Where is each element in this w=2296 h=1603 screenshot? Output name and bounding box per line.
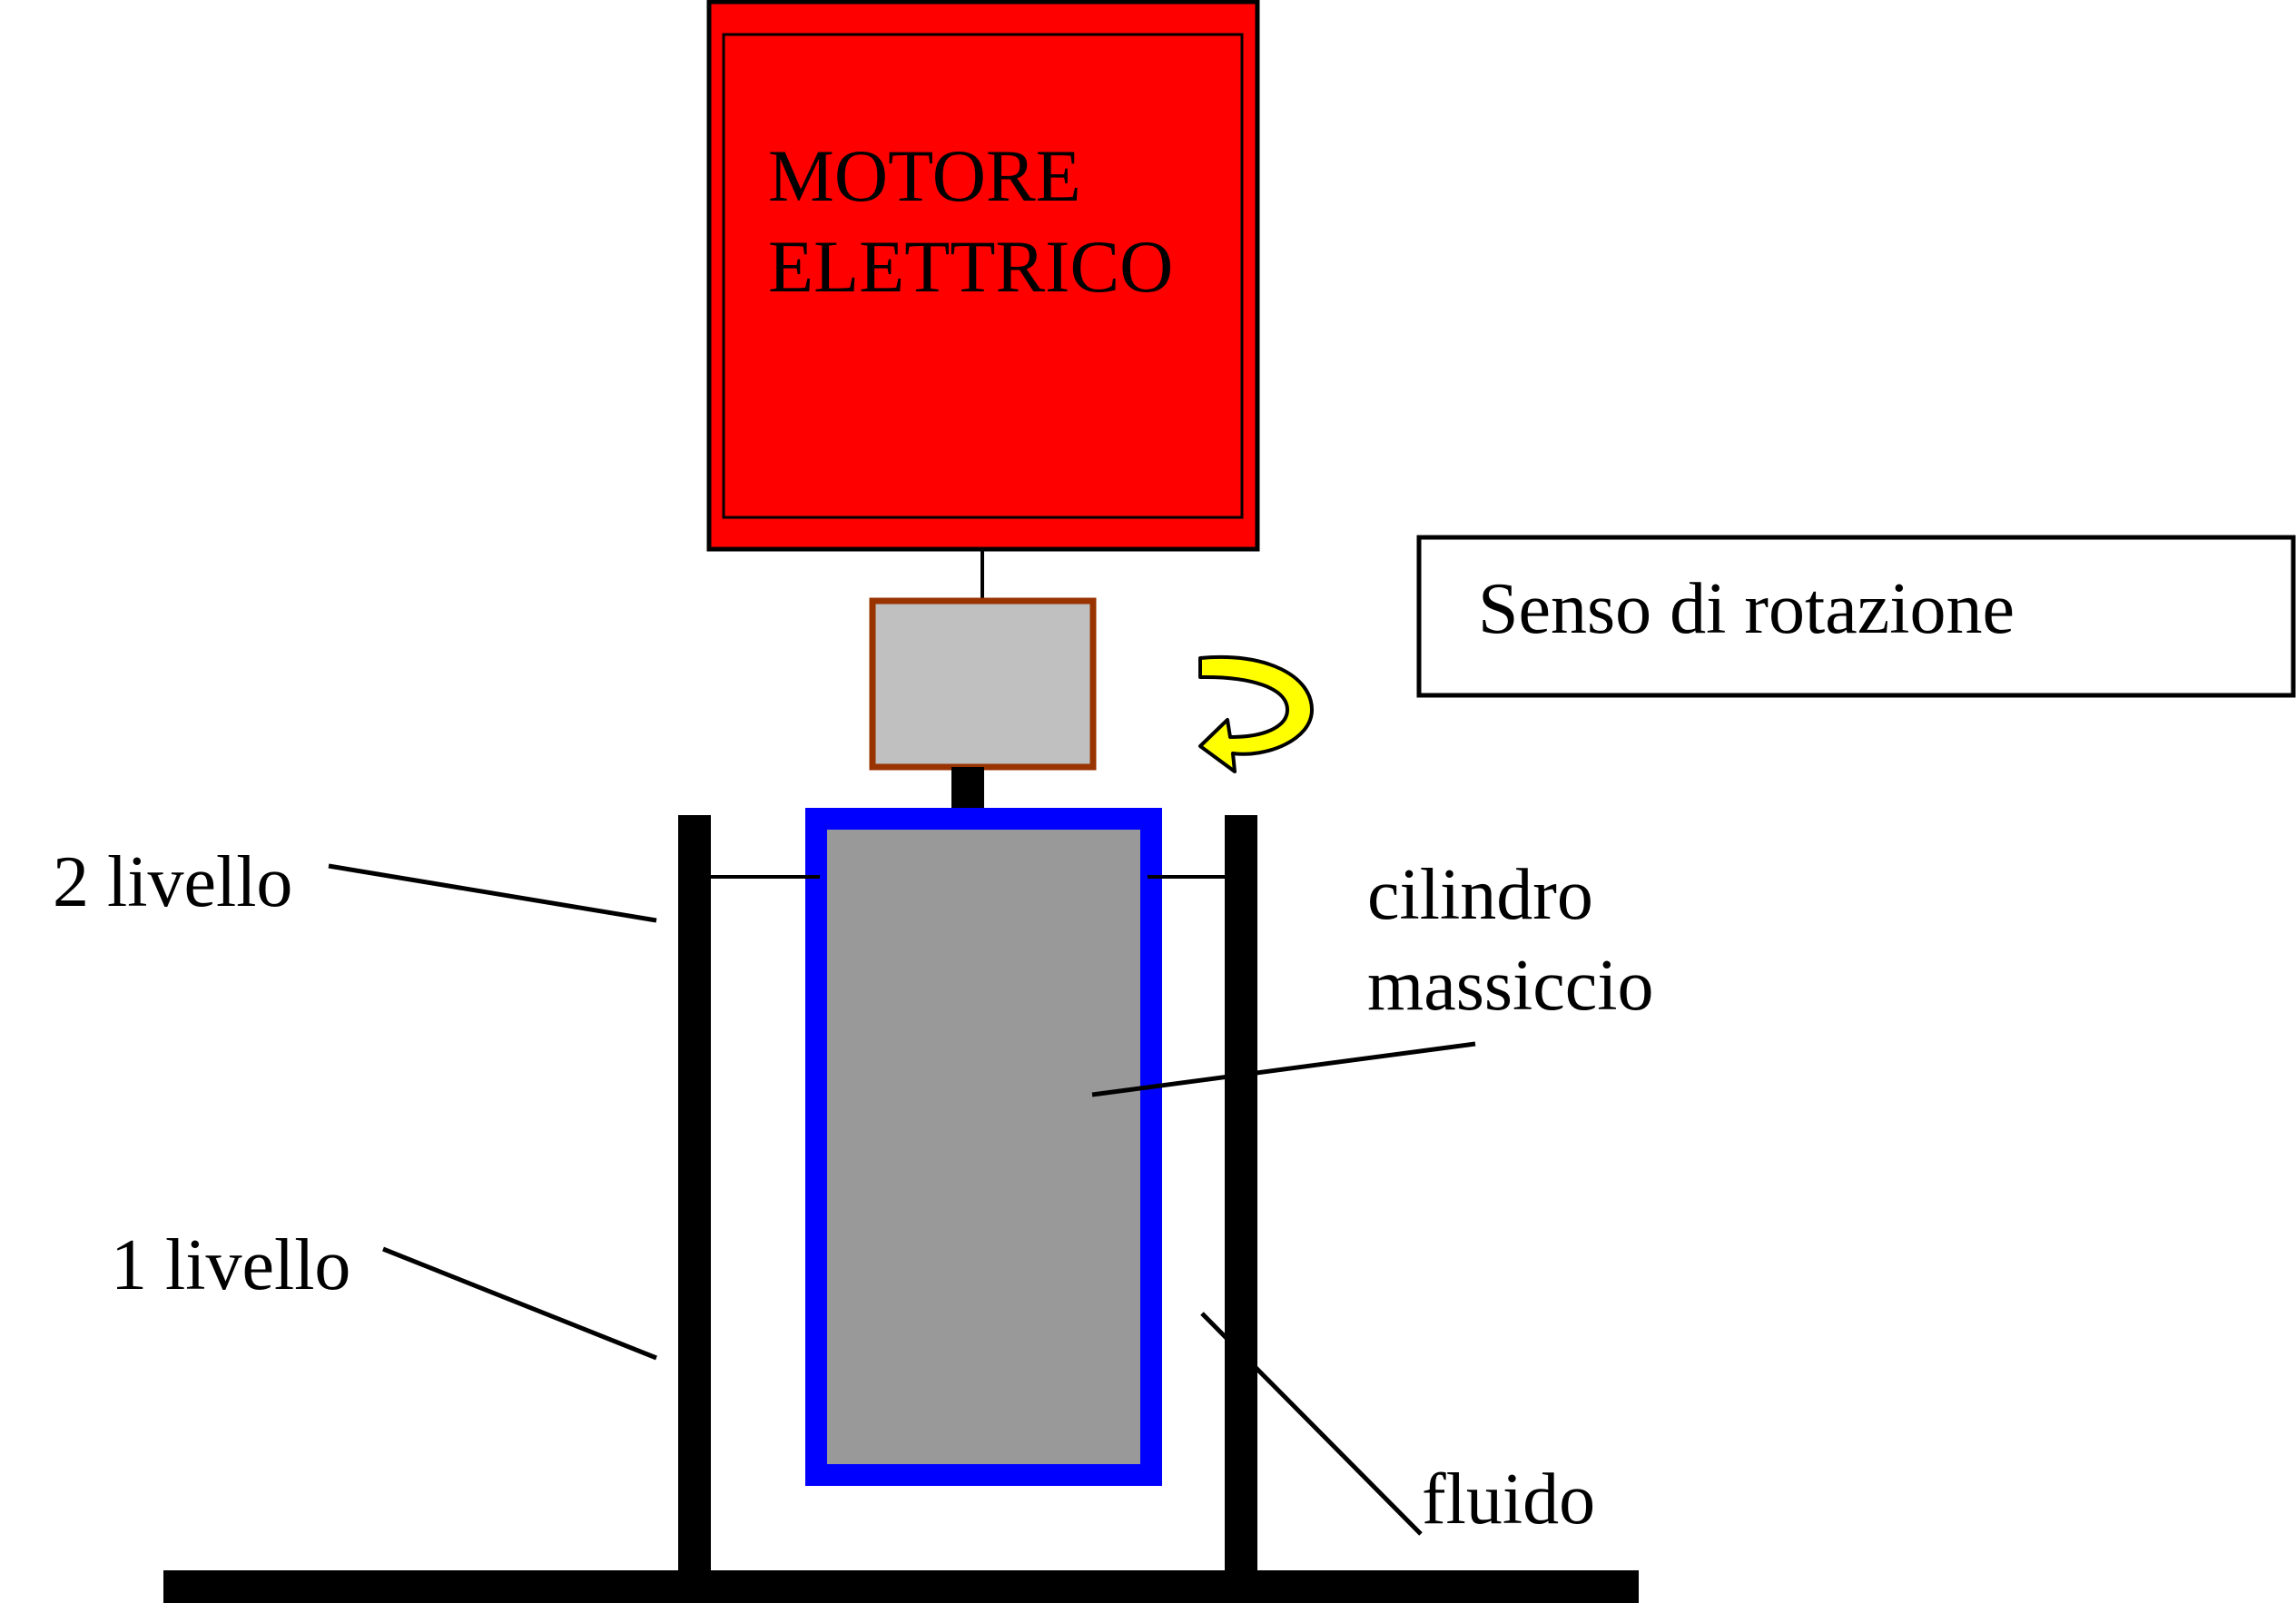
fluid-leader [1200, 1312, 1423, 1536]
massive-cylinder [805, 808, 1162, 1486]
level-2-label: 2 livello [53, 842, 292, 922]
motor-outer-box [706, 0, 1260, 552]
rotation-arrow-icon [1198, 654, 1314, 773]
rotation-legend: Senso di rotazione [1416, 535, 2296, 698]
container-base [163, 1570, 1639, 1603]
rotation-legend-label: Senso di rotazione [1478, 569, 2015, 649]
level-1-label: 1 livello [111, 1225, 350, 1305]
container-left-wall [678, 815, 711, 1578]
cylinder-label-line1: cilindro [1367, 855, 1593, 935]
motor-label-line1: MOTORE [768, 134, 1081, 217]
motor-label-line2: ELETTRICO [768, 225, 1173, 308]
motor-inner-frame [722, 33, 1244, 519]
container [163, 815, 1639, 1603]
rotation-legend-box [1416, 535, 2296, 698]
cylinder-leader [1091, 1041, 1476, 1097]
cylinder-shaft [951, 767, 984, 812]
level-2-leader [328, 863, 657, 923]
electric-motor: MOTORE ELETTRICO [706, 0, 1260, 552]
container-right-wall [1225, 815, 1257, 1578]
cylinder-label-line2: massiccio [1367, 946, 1653, 1026]
fluid-label: fluido [1422, 1460, 1595, 1539]
coupling-box [869, 597, 1097, 771]
level-1-leader [382, 1246, 657, 1361]
